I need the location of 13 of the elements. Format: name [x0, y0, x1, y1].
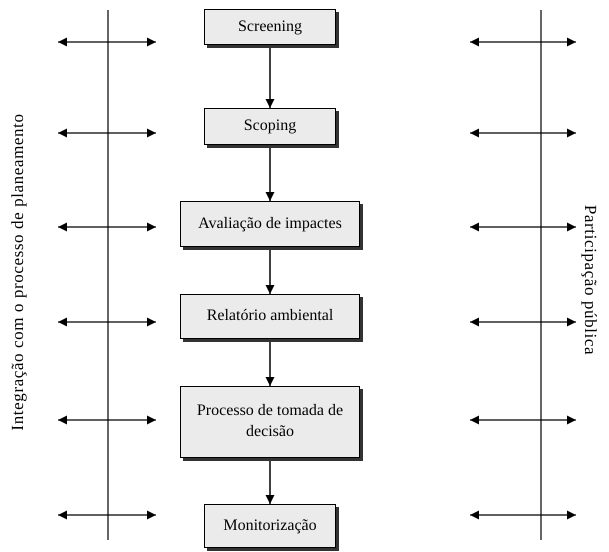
arrow — [266, 458, 274, 504]
process-box: Scoping — [204, 108, 336, 145]
process-box: Screening — [204, 9, 336, 45]
side-label: Participação pública — [580, 204, 600, 356]
process-box: Relatório ambiental — [180, 294, 360, 339]
process-box: Monitorização — [204, 504, 336, 548]
arrow — [266, 247, 274, 294]
arrow — [266, 45, 274, 108]
process-box: Processo de tomada de decisão — [180, 386, 360, 458]
side-label: Integração com o processo de planeamento — [8, 113, 28, 431]
arrow — [266, 339, 274, 386]
arrow — [266, 145, 274, 201]
process-box: Avaliação de impactes — [180, 201, 360, 247]
